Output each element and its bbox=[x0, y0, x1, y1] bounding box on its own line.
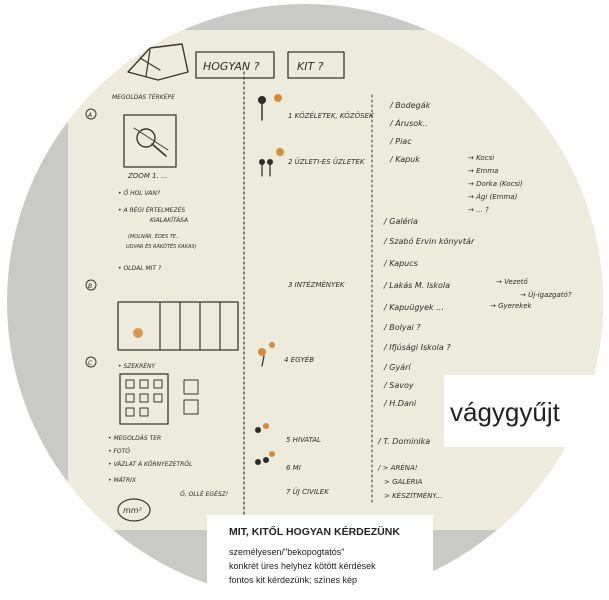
caption-line-2: konkrét üres helyhez kötött kérdések bbox=[229, 561, 376, 571]
category-3: 3 INTÉZMÉNYEK bbox=[288, 280, 346, 289]
right-item-1: / Bodegák bbox=[389, 101, 431, 110]
group-figure-icon bbox=[259, 148, 284, 177]
left-bullet-7: • MEGOLDÁS TER bbox=[108, 435, 161, 442]
left-bullet-6: • OLDAL MIT ? bbox=[118, 265, 162, 272]
category-2: 2 ÜZLETI-ES ÜZLETEK bbox=[288, 157, 366, 166]
right-item-15: / T. Dominika bbox=[377, 437, 430, 446]
right-item-8: / Lakás M. Iskola bbox=[383, 281, 450, 290]
zoom-sketch-box bbox=[123, 114, 177, 168]
overlay-word: vágygyűjt bbox=[450, 397, 561, 427]
category-1: 1 KÖZÉLETEK, KÖZÖSEK bbox=[288, 111, 375, 120]
arrow-top-4: → Ági (Emma) bbox=[468, 192, 518, 201]
floor-plan-sketch bbox=[117, 301, 239, 351]
step-a-circle bbox=[85, 108, 97, 120]
left-bullet-9: • VÁZLAT Á KÖRNYEZETRŐL bbox=[108, 461, 192, 468]
step-c-circle bbox=[85, 356, 97, 368]
right-item-6: / Szabó Ervin könyvtár bbox=[383, 236, 475, 246]
caption-line-3: fontos kit kérdezünk; színes kép bbox=[229, 575, 357, 585]
right-item-16: / > ARÉNA! bbox=[377, 463, 418, 472]
right-item-12: / Gyárí bbox=[383, 363, 412, 372]
right-item-3: / Piac bbox=[389, 137, 412, 146]
shelf-grid-sketch bbox=[119, 373, 199, 425]
other-figure-icon bbox=[258, 342, 275, 367]
header-doodle-icon bbox=[127, 43, 189, 81]
caption-line-1: személyesen/"bekopogtatós" bbox=[229, 547, 344, 557]
category-7: 7 ÚJ CIVILEK bbox=[286, 487, 330, 496]
left-bullet-5: UDVAR ÉS RÁKÖTÉS KAKAS) bbox=[126, 242, 197, 250]
arrow-top-5: → ... ? bbox=[468, 206, 489, 214]
arrow-top-1: → Kocsi bbox=[468, 154, 494, 162]
right-item-4: / Kapuk bbox=[389, 155, 420, 164]
caption-heading: MIT, KITŐL HOGYAN KÉRDEZÜNK bbox=[229, 525, 400, 538]
right-item-9: / Kapuügyek ... bbox=[383, 303, 444, 312]
right-item-2: / Árusok.. bbox=[389, 117, 428, 128]
magnifier-icon bbox=[133, 127, 169, 157]
right-item-14: / H.Dani bbox=[383, 399, 417, 408]
header-box-how bbox=[195, 51, 275, 79]
header-box-how-text: HOGYAN ? bbox=[203, 60, 260, 73]
right-item-17: > GALÉRIA bbox=[384, 477, 423, 486]
overlay-word-band bbox=[444, 375, 609, 447]
header-box-who-text: KIT ? bbox=[297, 60, 324, 73]
mm-label: mm² bbox=[123, 506, 143, 515]
arrow-mid-3: → Gyerekek bbox=[490, 302, 533, 310]
arrow-mid-1: → Vezető bbox=[496, 277, 529, 286]
left-bullet-4: (MOLNÁR, ÉDES TE.. bbox=[128, 232, 179, 240]
right-item-13: / Savoy bbox=[383, 381, 414, 390]
header-box-who bbox=[287, 51, 345, 79]
step-b-circle bbox=[85, 279, 97, 291]
zoom-label: ZOOM 1. ... bbox=[127, 172, 168, 180]
right-item-7: / Kapucs bbox=[383, 259, 418, 268]
left-column-title: MEGOLDÁS TÉRKÉPE bbox=[112, 93, 175, 101]
left-bullet-10: • MÁTRIX bbox=[108, 477, 137, 484]
step-c-label: C bbox=[88, 360, 93, 367]
left-bullet-2: • A RÉGI ÉRTELMEZÉS bbox=[118, 206, 185, 214]
category-6: 6 MI bbox=[286, 464, 301, 472]
right-item-18: > KÉSZÍTMÉNY... bbox=[384, 491, 442, 500]
arrow-mid-2: → Új-igazgató? bbox=[520, 290, 572, 299]
mm-circle bbox=[117, 498, 151, 522]
office-figure-icon bbox=[255, 423, 269, 433]
category-4: 4 EGYÉB bbox=[284, 355, 314, 364]
left-bullet-1: • Ő HOL VAN? bbox=[118, 190, 161, 197]
category-5: 5 HIVATAL bbox=[286, 436, 321, 444]
left-tail-note: Ő, OLLÉ EGÉSZ! bbox=[180, 490, 228, 498]
us-figure-icon bbox=[255, 451, 275, 465]
left-bullet-8: • FOTÓ bbox=[108, 448, 130, 455]
step-b-label: B bbox=[88, 283, 92, 290]
arrow-top-2: → Emma bbox=[468, 167, 498, 175]
right-item-10: / Bolyai ? bbox=[383, 323, 421, 332]
left-bullet-3: KIALAKÍTÁSA bbox=[150, 217, 188, 224]
shelf-label: • SZEKRÉNY bbox=[118, 362, 157, 370]
right-item-11: / Ifjúsági Iskola ? bbox=[383, 343, 451, 352]
notebook-paper bbox=[68, 30, 603, 530]
caption-band bbox=[207, 515, 433, 600]
people-figure-icon bbox=[258, 94, 282, 121]
right-item-5: / Galéria bbox=[383, 216, 418, 226]
arrow-top-3: → Dorka (Kocsi) bbox=[468, 180, 523, 188]
step-a-label: A bbox=[87, 112, 92, 119]
